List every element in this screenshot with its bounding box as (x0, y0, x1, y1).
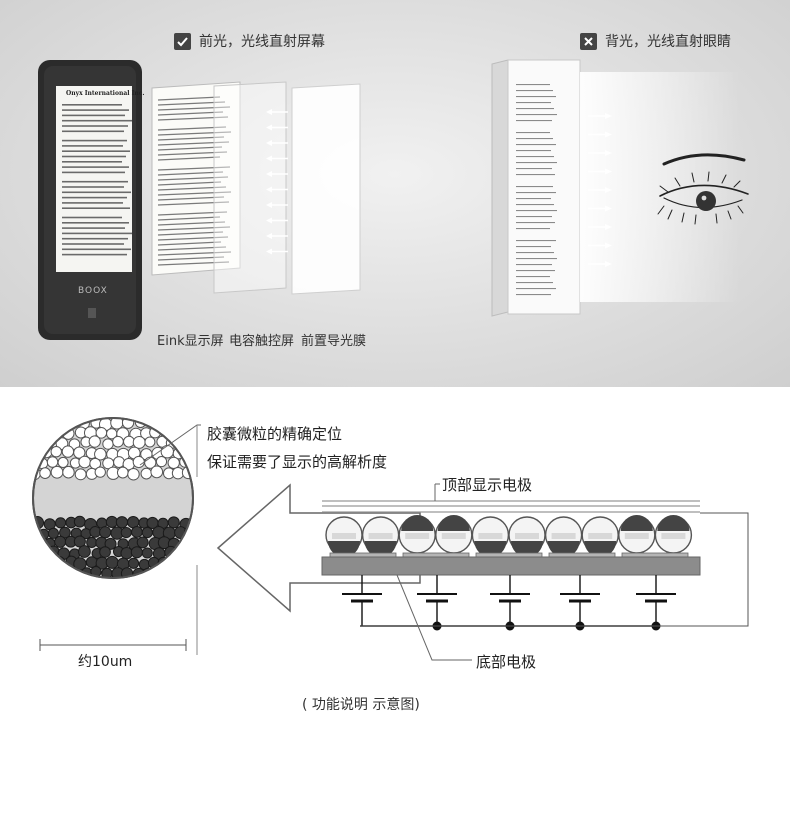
magnified-capsule-view (32, 417, 194, 579)
eink-layer-sheet (151, 81, 241, 276)
back-light-arrows (588, 113, 612, 267)
front-vs-back-light-panel: 前光，光线直射屏幕 背光，光线直射眼睛 BOOX Onyx Internatio… (0, 0, 790, 387)
front-light-arrows (266, 109, 288, 255)
touch-layer-sheet (213, 81, 287, 294)
bottom-electrode-bar (321, 556, 701, 576)
x-icon (580, 32, 597, 50)
check-icon (174, 32, 191, 50)
top-electrode-label: 顶部显示电极 (442, 476, 533, 494)
diagram-caption: ( 功能说明 示意图) (302, 697, 420, 713)
front-light-heading: 前光，光线直射屏幕 (174, 31, 325, 51)
backlit-tablet (491, 59, 740, 317)
tablet-screen-text (516, 84, 557, 296)
device-screen-text (62, 104, 132, 256)
ereader-device (38, 60, 142, 340)
device-page-title: Onyx International Inc. (66, 90, 145, 97)
capsule-size-label: 约10um (78, 654, 133, 670)
front-light-title: 前光，光线直射屏幕 (199, 34, 325, 50)
touch-layer-label: 电容触控屏 (229, 334, 295, 349)
light-comparison-illustration (38, 59, 749, 340)
capsule-callout-line2: 保证需要了显示的高解析度 (207, 453, 388, 471)
top-display-electrode (322, 500, 700, 513)
microcapsule-row (325, 515, 693, 557)
eye-icon (657, 153, 749, 225)
back-light-title: 背光，光线直射眼睛 (605, 34, 731, 50)
bottom-electrode-label: 底部电极 (476, 653, 537, 671)
back-light-heading: 背光，光线直射眼睛 (580, 31, 731, 51)
capsule-callout-line1: 胶囊微粒的精确定位 (207, 425, 343, 443)
light-guide-label: 前置导光膜 (301, 334, 367, 349)
light-guide-sheet (291, 83, 361, 295)
scale-marker (39, 565, 198, 655)
eink-structure-diagram (32, 417, 749, 661)
eink-layer-label: Eink显示屏 (157, 334, 224, 349)
device-brand: BOOX (78, 286, 108, 296)
